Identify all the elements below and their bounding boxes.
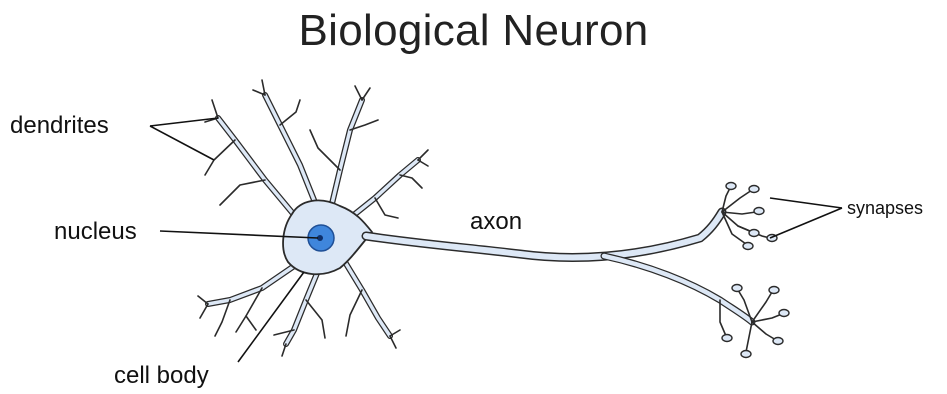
dendrite-right: [345, 150, 428, 222]
label-synapses: synapses: [847, 198, 923, 219]
dendrite-upper: [253, 80, 318, 210]
label-axon: axon: [470, 208, 522, 236]
dendrite-lower: [274, 266, 325, 356]
leader-cell-body: [238, 272, 304, 362]
label-cell-body: cell body: [114, 362, 209, 390]
label-nucleus: nucleus: [54, 218, 137, 246]
leader-dendrites-a: [150, 118, 218, 126]
axon-terminal-lower: [720, 290, 782, 352]
dendrite-upper-left: [205, 100, 300, 222]
label-dendrites: dendrites: [10, 112, 109, 140]
leader-synapses-b: [770, 208, 842, 238]
synaptic-terminals: [722, 183, 789, 358]
leader-lines: [150, 118, 842, 362]
axon-shape: [366, 212, 752, 322]
dendrite-upper-right: [310, 86, 378, 212]
leader-synapses-a: [770, 198, 842, 208]
axon-terminal-upper: [722, 188, 770, 244]
leader-dendrites-b: [150, 126, 214, 160]
dendrite-lower-right: [345, 262, 400, 348]
